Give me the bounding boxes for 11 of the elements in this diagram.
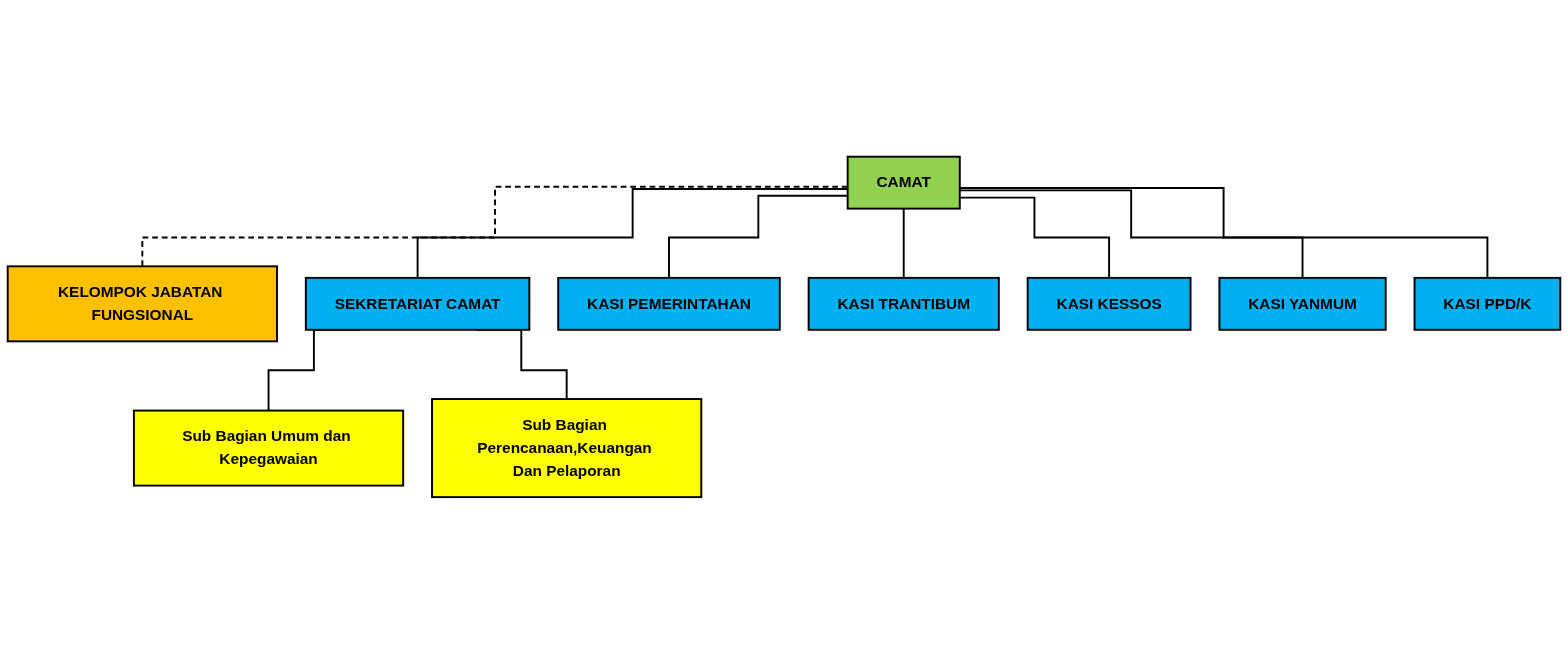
node-box: KASI PEMERINTAHAN xyxy=(557,276,781,331)
node-box: KASI KESSOS xyxy=(1026,276,1192,331)
node-box: Sub Bagian Umum dan Kepegawaian xyxy=(132,409,405,487)
connector xyxy=(902,207,905,279)
node-box: KASI PPD/K xyxy=(1413,276,1562,331)
node-box: KASI YANMUM xyxy=(1218,276,1387,331)
node-box: Sub Bagian Perencanaan,Keuangan Dan Pelaporan xyxy=(431,397,703,498)
node-box: KASI TRANTIBUM xyxy=(807,276,1000,331)
node-box: SEKRETARIAT CAMAT xyxy=(304,276,531,331)
node-box: CAMAT xyxy=(846,155,961,210)
node-box: KELOMPOK JABATAN FUNGSIONAL xyxy=(6,264,278,342)
